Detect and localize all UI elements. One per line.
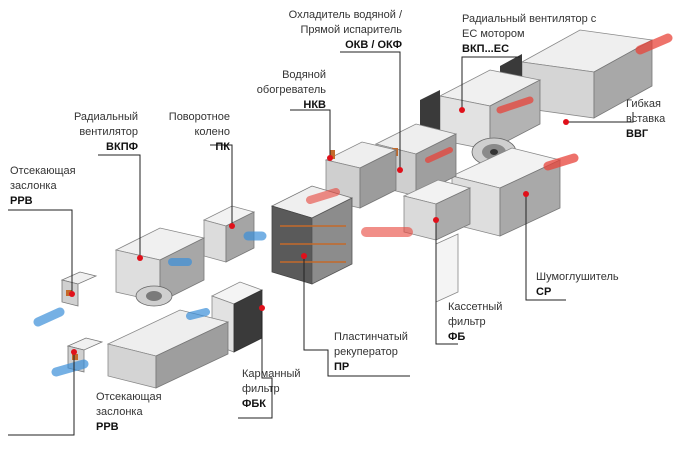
label-radial-fan: Радиальный вентилятор ВКПФ xyxy=(60,110,138,155)
label-plate-recuperator: Пластинчатый рекуператор ПР xyxy=(334,330,434,375)
label-name-line: Карманный xyxy=(242,368,301,380)
label-code: РРВ xyxy=(96,421,119,433)
label-name-line: Радиальный xyxy=(73,111,138,123)
shut-off-damper-top xyxy=(60,271,98,307)
label-name-line: Отсекающая xyxy=(96,391,162,403)
label-shut-off-damper-top: Отсекающая заслонка РРВ xyxy=(10,164,90,209)
radial-fan-unit xyxy=(114,227,206,307)
label-name-line: фильтр xyxy=(448,316,486,328)
label-code: СР xyxy=(536,286,552,298)
label-name-line: Прямой испаритель xyxy=(300,24,402,36)
label-name-line: Водяной xyxy=(282,69,326,81)
label-name-line: заслонка xyxy=(96,406,143,418)
label-flexible-insert: Гибкая вставка ВВГ xyxy=(626,97,696,142)
airflow-arrow-exhaust xyxy=(635,33,673,55)
label-code: РРВ xyxy=(10,195,33,207)
water-heater-unit xyxy=(324,141,398,209)
label-name-line: Гибкая xyxy=(626,98,661,110)
label-name-line: колено xyxy=(194,126,230,138)
label-code: ОКВ / ОКФ xyxy=(345,39,402,51)
label-code: НКВ xyxy=(303,99,326,111)
label-silencer: Шумоглушитель СР xyxy=(536,270,636,300)
label-name-line: Охладитель водяной / xyxy=(288,9,402,21)
label-shut-off-damper-bottom: Отсекающая заслонка РРВ xyxy=(96,390,176,435)
label-code: ФБ xyxy=(448,331,466,343)
label-name-line: Поворотное xyxy=(168,111,230,123)
marker-dots xyxy=(69,107,569,355)
label-name-line: Пластинчатый xyxy=(334,331,408,343)
label-name-line: заслонка xyxy=(10,180,57,192)
supply-duct-unit xyxy=(106,309,230,389)
label-code: ПР xyxy=(334,361,350,373)
label-rotary-elbow: Поворотное колено ПК xyxy=(150,110,230,155)
label-name-line: Шумоглушитель xyxy=(536,271,619,283)
label-name-line: рекуператор xyxy=(334,346,398,358)
label-code: ВВГ xyxy=(626,128,649,140)
label-code: ФБК xyxy=(242,398,267,410)
leader-lines xyxy=(8,51,634,436)
label-code: ВКП...ЕС xyxy=(462,43,510,55)
label-cassette-filter: Кассетный фильтр ФБ xyxy=(448,300,528,345)
label-code: ПК xyxy=(215,141,230,153)
label-name-line: вентилятор xyxy=(79,126,138,138)
label-name-line: Кассетный xyxy=(448,301,503,313)
label-name-line: фильтр xyxy=(242,383,280,395)
label-pocket-filter: Карманный фильтр ФБК xyxy=(242,367,322,412)
label-code: ВКПФ xyxy=(106,141,138,153)
label-ec-fan: Радиальный вентилятор с ЕС мотором ВКП..… xyxy=(462,12,602,57)
label-name-line: обогреватель xyxy=(256,84,326,96)
label-name-line: вставка xyxy=(626,113,666,125)
label-name-line: Радиальный вентилятор с xyxy=(462,13,597,25)
cassette-filter-unit xyxy=(402,179,472,303)
label-water-cooler: Охладитель водяной / Прямой испаритель О… xyxy=(262,8,402,53)
label-name-line: ЕС мотором xyxy=(462,28,525,40)
label-water-heater: Водяной обогреватель НКВ xyxy=(248,68,326,113)
label-name-line: Отсекающая xyxy=(10,165,76,177)
